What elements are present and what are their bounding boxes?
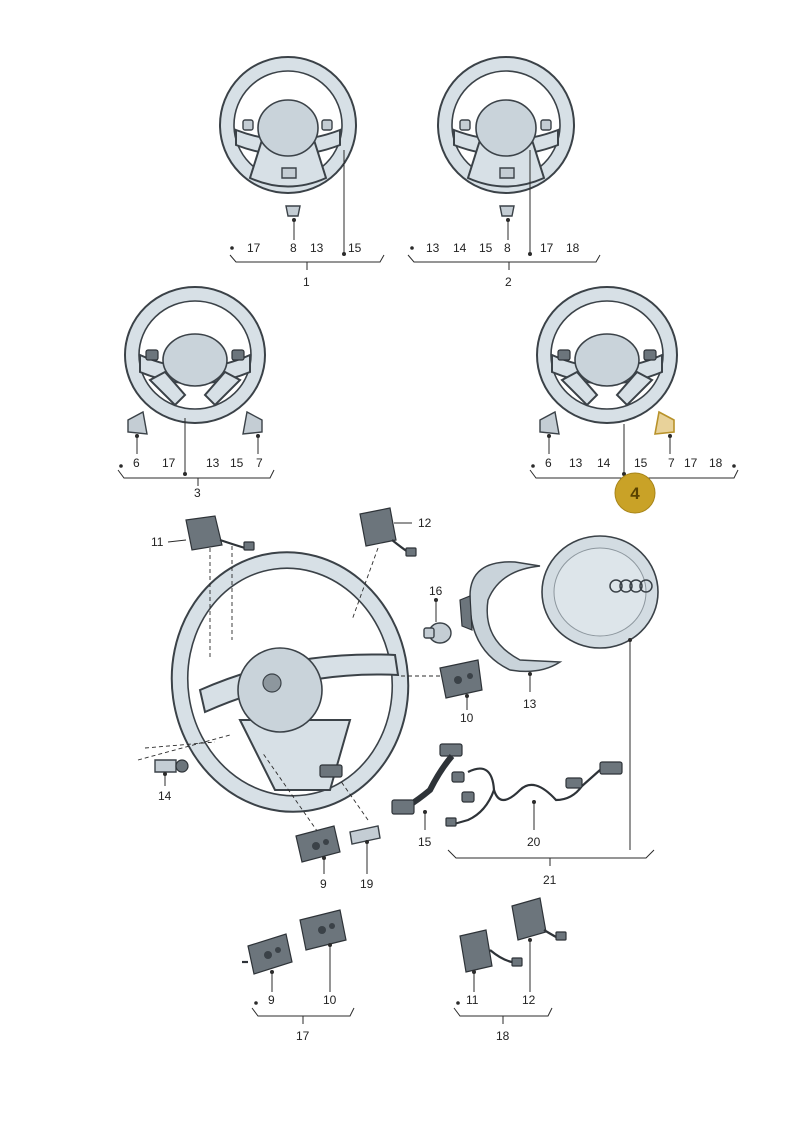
kit-17-label-0: 9: [268, 993, 275, 1007]
exploded-view: 11 12 16 10 13: [137, 507, 659, 891]
steering-wheel-1: [219, 56, 357, 194]
assembly-3[interactable]: 6 17 13 15 7 3: [117, 286, 275, 500]
part-14-screw: [154, 759, 189, 773]
a1-label-0: 17: [247, 241, 261, 255]
callout-13: 13: [523, 697, 537, 711]
callout-10: 10: [460, 711, 474, 725]
a2-label-1: 14: [453, 241, 467, 255]
kit-17-label-1: 10: [323, 993, 337, 1007]
a4-label-4: 7: [668, 456, 675, 470]
part-6-paddle-a4: [539, 410, 560, 435]
assembly-4-badge[interactable]: 4: [614, 472, 656, 514]
kit-17-group-number: 17: [296, 1029, 310, 1043]
a1-label-3: 15: [348, 241, 362, 255]
a2-label-0: 13: [426, 241, 440, 255]
part-11-control-unit: [185, 515, 255, 551]
callout-12: 12: [418, 516, 432, 530]
part-8-button-a2: [499, 205, 515, 217]
a3-label-4: 7: [256, 456, 263, 470]
kit-17-switch-10: [299, 909, 347, 951]
a2-label-2: 15: [479, 241, 493, 255]
a3-label-3: 15: [230, 456, 244, 470]
part-16-bolt: [423, 622, 452, 644]
callout-15: 15: [418, 835, 432, 849]
a4-label-1: 13: [569, 456, 583, 470]
callout-19: 19: [360, 877, 374, 891]
kit-18[interactable]: 11 12 18: [453, 897, 567, 1043]
part-8-button-a1: [285, 205, 301, 217]
part-20-wiring-harness: [445, 761, 623, 827]
kit-18-label-1: 12: [522, 993, 536, 1007]
callout-11: 11: [151, 535, 164, 549]
part-6-paddle-a3: [127, 410, 148, 435]
steering-wheel-4: [536, 286, 678, 424]
a4-label-2: 14: [597, 456, 611, 470]
a4-label-5: 17: [684, 456, 698, 470]
a2-label-3: 8: [504, 241, 511, 255]
part-15-clockspring: [391, 743, 475, 815]
assembly-1[interactable]: 17 8 13 15 1: [219, 56, 385, 289]
a2-label-5: 18: [566, 241, 580, 255]
a3-label-1: 17: [162, 456, 176, 470]
callout-20: 20: [527, 835, 541, 849]
a2-label-4: 17: [540, 241, 554, 255]
a2-group-number: 2: [505, 275, 512, 289]
four-rings-logo: [609, 579, 653, 593]
assembly-2[interactable]: 13 14 15 8 17 18 2: [407, 56, 601, 289]
callout-16: 16: [429, 584, 443, 598]
steering-wheel-3: [124, 286, 266, 424]
a4-group-number: 4: [630, 484, 640, 503]
part-7-paddle-a4-highlighted: [654, 410, 675, 435]
a4-label-6: 18: [709, 456, 723, 470]
kit-17-switch-9: [242, 933, 293, 975]
exploded-steering-wheel: [170, 551, 410, 813]
a3-label-0: 6: [133, 456, 140, 470]
part-19-label: [349, 825, 381, 845]
a4-label-0: 6: [545, 456, 552, 470]
part-9-switch: [295, 825, 341, 863]
a3-group-number: 3: [194, 486, 201, 500]
part-13-trim-ring: [459, 561, 563, 673]
kit-18-unit-12: [511, 897, 567, 941]
assembly-4[interactable]: 6 13 14 15 7 17 18 4: [529, 286, 739, 514]
a4-label-3: 15: [634, 456, 648, 470]
airbag-unit: [541, 535, 659, 649]
part-12-control-unit: [359, 507, 417, 557]
callout-9: 9: [320, 877, 327, 891]
callout-21: 21: [543, 873, 557, 887]
a1-label-1: 8: [290, 241, 297, 255]
kit-18-label-0: 11: [466, 993, 479, 1007]
kit-17[interactable]: 9 10 17: [242, 909, 355, 1043]
part-7-paddle-a3: [242, 410, 263, 435]
kit-18-group-number: 18: [496, 1029, 510, 1043]
a1-label-2: 13: [310, 241, 324, 255]
callout-14: 14: [158, 789, 172, 803]
a1-group-number: 1: [303, 275, 310, 289]
a3-label-2: 13: [206, 456, 220, 470]
kit-18-unit-11: [459, 929, 523, 973]
part-10-switch: [439, 659, 483, 699]
steering-wheel-2: [437, 56, 575, 194]
